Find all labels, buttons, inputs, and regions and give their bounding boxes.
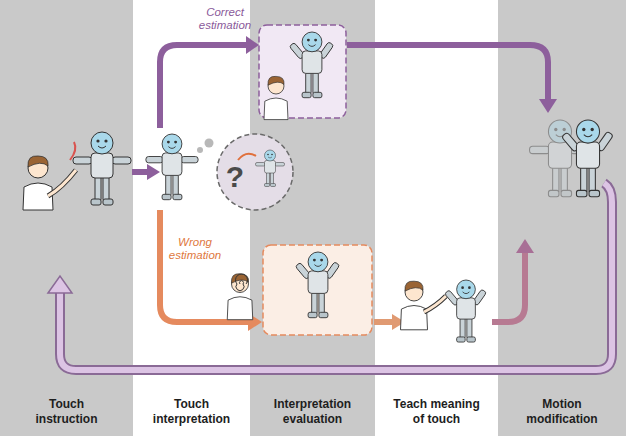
path-label: Wrong estimation [164, 236, 226, 262]
correct-scene [259, 25, 346, 120]
interpretation-scene [146, 134, 293, 210]
wrong-scene [227, 245, 372, 335]
stage-label: Teach meaning of touch [392, 397, 482, 426]
stage-label: Touch interpretation [147, 397, 237, 426]
stage-label: Touch instruction [22, 397, 112, 426]
teach-scene [401, 280, 487, 342]
motion-scene [530, 120, 614, 197]
instruction-scene [23, 132, 131, 210]
path-label: Correct estimation [193, 6, 257, 32]
question-mark: ? [224, 160, 246, 195]
stage-label: Motion modification [517, 397, 607, 426]
stage-label: Interpretation evaluation [268, 397, 358, 426]
